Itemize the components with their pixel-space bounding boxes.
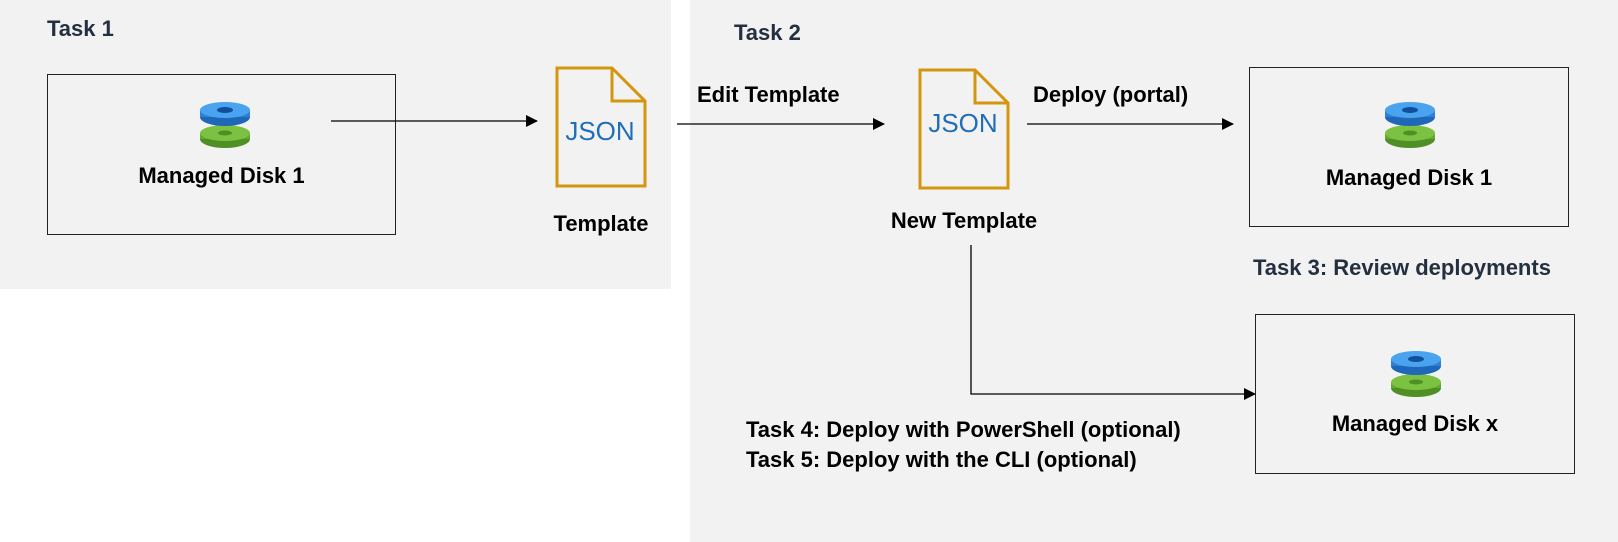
managed-disk-x-label: Managed Disk x [1331, 411, 1499, 436]
target-managed-disk-1-box: Managed Disk 1 [1249, 67, 1569, 227]
task2-panel [690, 0, 1618, 542]
task2-title: Task 2 [734, 20, 801, 45]
managed-disk-icon [1385, 102, 1435, 148]
new-template-caption: New Template [890, 208, 1038, 233]
json-text: JSON [565, 116, 634, 146]
task4-note: Task 4: Deploy with PowerShell (optional… [746, 417, 1181, 442]
task3-title: Task 3: Review deployments [1253, 255, 1551, 280]
task5-note: Task 5: Deploy with the CLI (optional) [746, 447, 1137, 472]
json-template-icon: JSON [555, 66, 647, 188]
deploy-cli-arrow [970, 245, 1256, 400]
managed-disk-icon [200, 102, 250, 148]
managed-disk-1-label: Managed Disk 1 [138, 163, 305, 188]
managed-disk-1-box: Managed Disk 1 [47, 74, 396, 235]
json-text: JSON [928, 108, 997, 138]
target-managed-disk-1-label: Managed Disk 1 [1325, 165, 1493, 190]
template-caption: Template [553, 211, 649, 236]
new-json-template-icon: JSON [918, 68, 1010, 190]
managed-disk-icon [1391, 351, 1441, 397]
edit-template-label: Edit Template [697, 82, 840, 107]
task1-panel [0, 0, 671, 289]
deploy-portal-label: Deploy (portal) [1033, 82, 1189, 107]
task1-title: Task 1 [47, 16, 114, 41]
